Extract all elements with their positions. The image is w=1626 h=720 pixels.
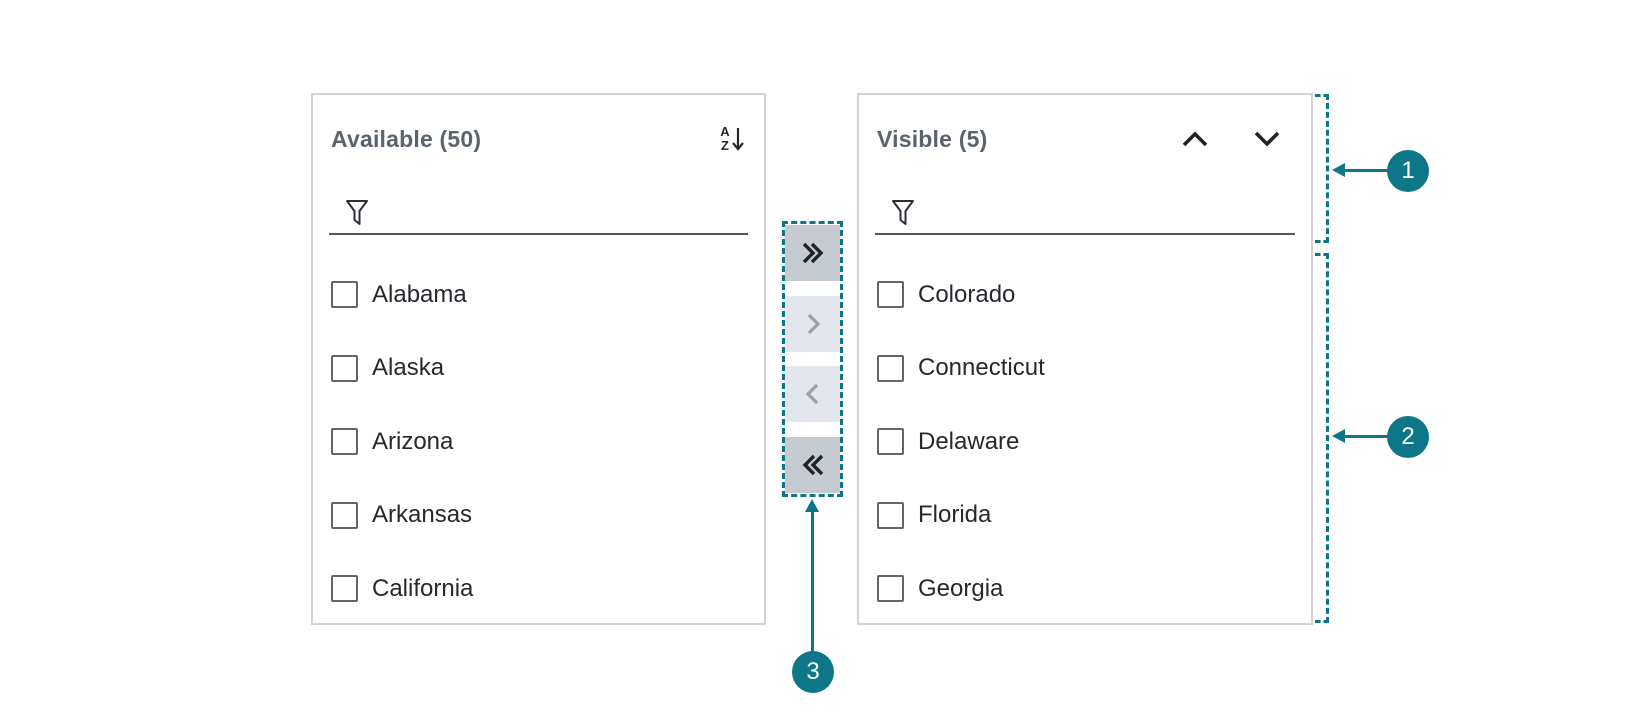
item-label: Alaska: [372, 354, 445, 382]
move-right-button: [785, 295, 840, 352]
annotation-bracket-list-region: [1315, 253, 1329, 623]
move-left-button: [785, 366, 840, 423]
checkbox[interactable]: [877, 354, 904, 382]
list-item[interactable]: Colorado: [859, 258, 1311, 332]
chevron-up-icon: [1182, 131, 1208, 147]
callout-2-arrow-line: [1344, 435, 1390, 438]
chevron-right-icon: [807, 313, 820, 334]
move-down-button[interactable]: [1253, 130, 1281, 148]
move-up-button[interactable]: [1181, 130, 1209, 148]
checkbox[interactable]: [331, 428, 358, 456]
transfer-buttons-group: [782, 221, 843, 497]
available-panel-header: Available (50) A Z: [331, 123, 746, 155]
chevron-down-icon: [1254, 131, 1280, 147]
double-chevron-right-icon: [802, 242, 823, 264]
item-label: Arizona: [372, 427, 454, 455]
callout-badge-3: 3: [792, 651, 834, 693]
item-label: California: [372, 574, 474, 602]
move-all-right-button[interactable]: [785, 225, 840, 281]
list-item[interactable]: Florida: [859, 479, 1311, 553]
checkbox[interactable]: [331, 575, 358, 603]
available-panel: Available (50) A Z Alabama Alask: [311, 93, 766, 625]
list-item[interactable]: Arkansas: [313, 479, 764, 553]
callout-badge-1: 1: [1387, 150, 1429, 192]
item-label: Alabama: [372, 280, 467, 308]
callout-3-arrow: [805, 499, 819, 512]
available-filter-input[interactable]: [377, 195, 748, 233]
filter-funnel-icon: [346, 200, 368, 225]
list-item[interactable]: Connecticut: [859, 332, 1311, 406]
checkbox[interactable]: [877, 281, 904, 309]
visible-panel-header: Visible (5): [877, 123, 1293, 155]
available-panel-title: Available (50): [331, 125, 482, 152]
callout-3-arrow-line: [811, 511, 814, 652]
sort-letter-z: Z: [721, 138, 729, 153]
list-item[interactable]: California: [313, 552, 764, 626]
checkbox[interactable]: [877, 428, 904, 456]
list-item[interactable]: Delaware: [859, 405, 1311, 479]
callout-2-arrow: [1332, 429, 1345, 443]
move-all-left-button[interactable]: [785, 436, 840, 493]
item-label: Arkansas: [372, 501, 473, 529]
available-list: Alabama Alaska Arizona Arkansas Californ…: [313, 258, 764, 626]
callout-1-arrow-line: [1344, 169, 1390, 172]
visible-panel: Visible (5): [857, 93, 1313, 625]
item-label: Delaware: [918, 427, 1020, 455]
item-label: Georgia: [918, 574, 1004, 602]
list-item[interactable]: Alaska: [313, 332, 764, 406]
list-item[interactable]: Georgia: [859, 552, 1311, 626]
callout-number: 3: [806, 658, 820, 685]
filter-funnel-icon: [892, 200, 914, 225]
callout-number: 2: [1401, 423, 1415, 450]
chevron-left-icon: [805, 384, 818, 405]
sort-a-to-z-descending-icon[interactable]: A Z: [718, 124, 746, 154]
list-item[interactable]: Alabama: [313, 258, 764, 332]
visible-filter-row: [875, 195, 1295, 235]
list-item[interactable]: Arizona: [313, 405, 764, 479]
checkbox[interactable]: [877, 501, 904, 529]
callout-number: 1: [1401, 157, 1415, 184]
annotation-bracket-header-region: [1315, 94, 1329, 243]
visible-panel-title: Visible (5): [877, 125, 988, 152]
callout-badge-2: 2: [1387, 416, 1429, 458]
visible-list: Colorado Connecticut Delaware Florida Ge…: [859, 258, 1311, 626]
callout-1-arrow: [1332, 163, 1345, 177]
checkbox[interactable]: [877, 575, 904, 603]
item-label: Colorado: [918, 280, 1016, 308]
checkbox[interactable]: [331, 501, 358, 529]
checkbox[interactable]: [331, 354, 358, 382]
visible-filter-input[interactable]: [923, 195, 1295, 233]
double-chevron-left-icon: [802, 454, 823, 476]
item-label: Florida: [918, 501, 992, 529]
checkbox[interactable]: [331, 281, 358, 309]
sort-letter-a: A: [720, 124, 730, 139]
item-label: Connecticut: [918, 354, 1045, 382]
available-filter-row: [329, 195, 748, 235]
